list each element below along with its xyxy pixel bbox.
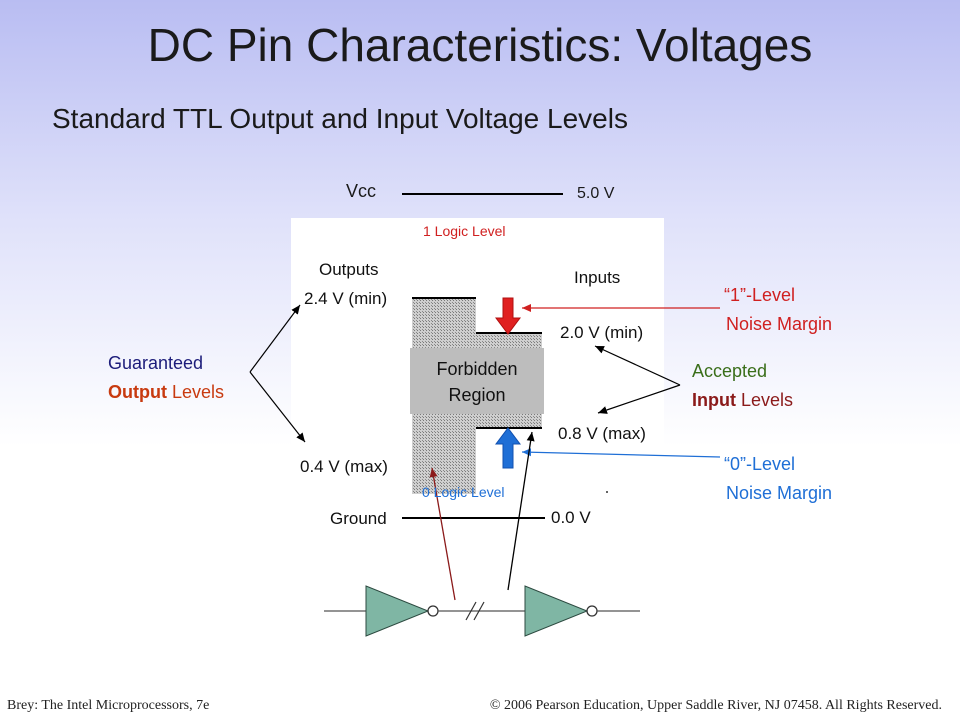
one-logic-level-label: 1 Logic Level [423,223,506,239]
output-low-label: 0.4 V (max) [300,457,388,476]
forbidden-region [410,348,544,414]
guaranteed-line-2-bold: Output [108,382,167,402]
vcc-label: Vcc [346,181,377,201]
guaranteed-line-1: Guaranteed [108,353,204,373]
slide-subtitle: Standard TTL Output and Input Voltage Le… [52,103,628,134]
noise-margin-zero-arrow [495,427,521,469]
ground-value: 0.0 V [551,508,591,527]
accepted-line-1: Accepted [692,361,768,381]
noise-one-line-1: “1”-Level [724,285,796,305]
guaranteed-line-2-rest: Levels [166,382,225,402]
noise-one-line-2: Noise Margin [726,314,833,334]
input-high-label: 2.0 V (min) [560,323,644,342]
accepted-input-levels-annotation: Accepted Input Levels [692,357,793,415]
output-high-label: 2.4 V (min) [304,289,388,308]
zero-logic-level-label: 0 Logic Level [422,484,505,500]
inputs-heading: Inputs [574,268,621,287]
vcc-value: 5.0 V [577,185,615,202]
outputs-heading: Outputs [319,260,379,279]
buffer-gate-1 [365,585,430,637]
noise-zero-line-1: “0”-Level [724,454,796,474]
forbidden-line-2: Region [448,385,506,405]
noise-zero-line-2: Noise Margin [726,483,833,503]
accepted-line-2-bold: Input [692,390,736,410]
one-level-noise-margin-annotation: “1”-Level Noise Margin [724,281,833,339]
footer-left: Brey: The Intel Microprocessors, 7e [7,698,210,713]
inverter-bubble-2 [586,605,598,617]
guaranteed-output-levels-annotation: Guaranteed Output Levels [108,349,224,407]
slide-title: DC Pin Characteristics: Voltages [147,19,813,71]
ground-label: Ground [330,509,387,528]
forbidden-region-label: Forbidden Region [410,356,544,408]
input-low-label: 0.8 V (max) [558,424,646,443]
noise-margin-one-arrow [495,297,521,335]
accepted-line-2-rest: Levels [735,390,794,410]
inverter-bubble-1 [427,605,439,617]
buffer-gate-2 [524,585,589,637]
zero-level-noise-margin-annotation: “0”-Level Noise Margin [724,450,833,508]
footer-right: © 2006 Pearson Education, Upper Saddle R… [489,698,942,713]
forbidden-line-1: Forbidden [436,359,518,379]
